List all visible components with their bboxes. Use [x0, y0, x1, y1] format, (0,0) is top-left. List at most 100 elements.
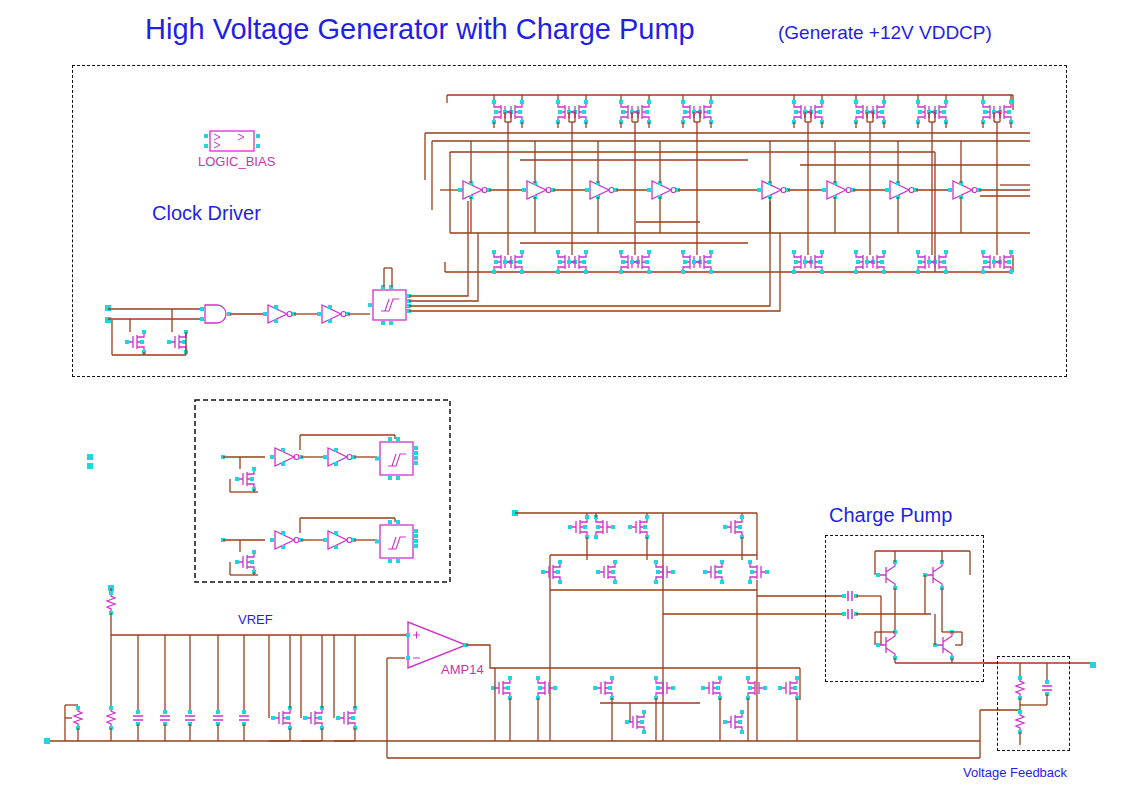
transistor-body: [543, 562, 560, 582]
pin-marker: [388, 520, 392, 524]
pin-marker: [518, 110, 522, 114]
wire: [696, 122, 697, 255]
wire: [1046, 694, 1047, 705]
transistor-body: [305, 708, 322, 728]
resistor-symbol: [107, 708, 115, 728]
pin-marker: [414, 534, 418, 538]
wire: [77, 728, 78, 741]
pin-marker: [942, 260, 946, 264]
wire-connector: [984, 662, 997, 663]
transistor-body: [596, 517, 613, 537]
inverter-symbol: [585, 181, 618, 199]
wire: [171, 309, 172, 332]
wire: [301, 456, 325, 457]
wire: [571, 122, 572, 255]
transistor-body: [867, 252, 884, 272]
wire: [394, 435, 395, 439]
wire: [710, 122, 711, 128]
wire: [470, 141, 471, 183]
wire: [432, 140, 1030, 141]
pin-marker: [558, 110, 562, 114]
inverter-bubble: [287, 312, 292, 317]
pin-marker: [981, 250, 985, 254]
pin-marker: [556, 570, 560, 574]
transistor-body: [570, 517, 587, 537]
schmitt-block: [380, 442, 413, 475]
pin-marker: [740, 710, 744, 714]
wire: [500, 667, 800, 668]
pin-marker: [610, 676, 614, 680]
wire: [301, 740, 322, 741]
pin-marker: [820, 250, 824, 254]
pin-marker: [585, 188, 589, 192]
pin-marker: [707, 260, 711, 264]
pin-marker: [252, 467, 256, 471]
wire: [164, 724, 165, 741]
transistor-symbol: [923, 560, 944, 590]
wire: [634, 122, 635, 255]
pin-marker: [981, 100, 985, 104]
wire: [110, 613, 111, 635]
inverter-body: [328, 448, 347, 466]
pin-marker: [701, 686, 705, 690]
wire: [386, 658, 387, 758]
pin-marker: [585, 515, 589, 519]
wire: [1020, 704, 1047, 705]
wire: [111, 320, 112, 355]
group-box: Voltage Feedback: [997, 656, 1070, 751]
wire: [942, 631, 962, 632]
pin-marker: [584, 250, 588, 254]
inverter-body: [275, 448, 294, 466]
wire: [110, 728, 111, 741]
pin-marker: [885, 188, 889, 192]
pin-marker: [822, 188, 826, 192]
wire: [916, 189, 950, 190]
transistor-body: [929, 102, 946, 122]
transistor-body: [994, 252, 1011, 272]
bias-symbol: [214, 134, 244, 148]
wire: [769, 141, 770, 183]
wire: [321, 728, 322, 741]
transistor-symbol: [567, 100, 588, 124]
pin-marker: [87, 463, 93, 469]
pin-marker: [645, 515, 649, 519]
wire: [239, 457, 240, 469]
wire: [880, 596, 881, 645]
wire: [993, 112, 994, 122]
inverter-bubble: [294, 538, 299, 543]
pin-marker: [492, 100, 496, 104]
wire: [409, 201, 770, 306]
inverter-bubble: [609, 188, 614, 193]
transistor-symbol: [703, 560, 724, 584]
transistor-body: [630, 517, 647, 537]
wire: [387, 657, 405, 658]
wire: [951, 658, 952, 663]
pin-marker: [642, 730, 646, 734]
pin-marker: [503, 260, 507, 264]
wire: [294, 313, 319, 314]
transistor-body: [725, 712, 742, 732]
pin-marker: [880, 260, 884, 264]
pin-marker: [522, 188, 526, 192]
pin-marker: [763, 686, 767, 690]
pin-marker: [630, 260, 634, 264]
pin-marker: [216, 710, 220, 714]
pin-marker: [748, 686, 752, 690]
capacitor-symbol: [133, 716, 143, 720]
pin-marker: [803, 260, 807, 264]
wire: [348, 313, 370, 314]
capacitor-symbol: [1042, 686, 1052, 690]
pin-marker: [983, 110, 987, 114]
transistor-symbol: [746, 676, 767, 700]
group-box: Clock Driver: [72, 65, 1067, 377]
inverter-bubble: [846, 188, 851, 193]
pin-marker: [252, 550, 256, 554]
capacitor-symbol: [239, 716, 249, 720]
pin-marker: [748, 560, 752, 564]
pin-marker: [270, 455, 274, 459]
wire: [1000, 184, 1030, 185]
wire: [897, 197, 898, 233]
pin-marker: [44, 738, 50, 744]
pin-marker: [396, 559, 400, 563]
